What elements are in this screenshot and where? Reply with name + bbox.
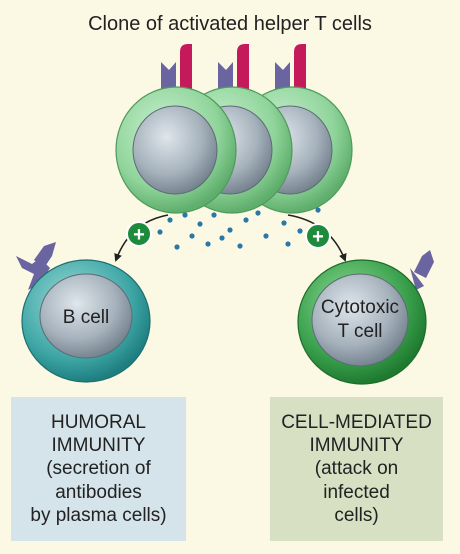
cell-mediated-immunity-text: CELL-MEDIATED IMMUNITY (attack on infect… [281,411,432,527]
cytotoxic-label-line2: T cell [337,321,382,342]
cell-mediated-immunity-box: CELL-MEDIATED IMMUNITY (attack on infect… [270,397,443,541]
helper-t-cell-left [115,86,237,214]
plus-sign-left: + [126,221,152,247]
cytotoxic-receptor [410,250,434,290]
cytotoxic-t-cell [297,259,427,385]
b-cell [21,259,151,383]
humoral-immunity-box: HUMORAL IMMUNITY (secretion of antibodie… [11,397,186,541]
cytokine-dots [157,207,321,250]
b-cell-label: B cell [63,307,109,328]
svg-text:+: + [312,226,324,248]
humoral-immunity-text: HUMORAL IMMUNITY (secretion of antibodie… [30,411,167,527]
cytotoxic-label-line1: Cytotoxic [321,297,399,318]
diagram-title: Clone of activated helper T cells [88,13,372,35]
plus-sign-right: + [305,223,331,249]
svg-text:+: + [133,224,145,246]
